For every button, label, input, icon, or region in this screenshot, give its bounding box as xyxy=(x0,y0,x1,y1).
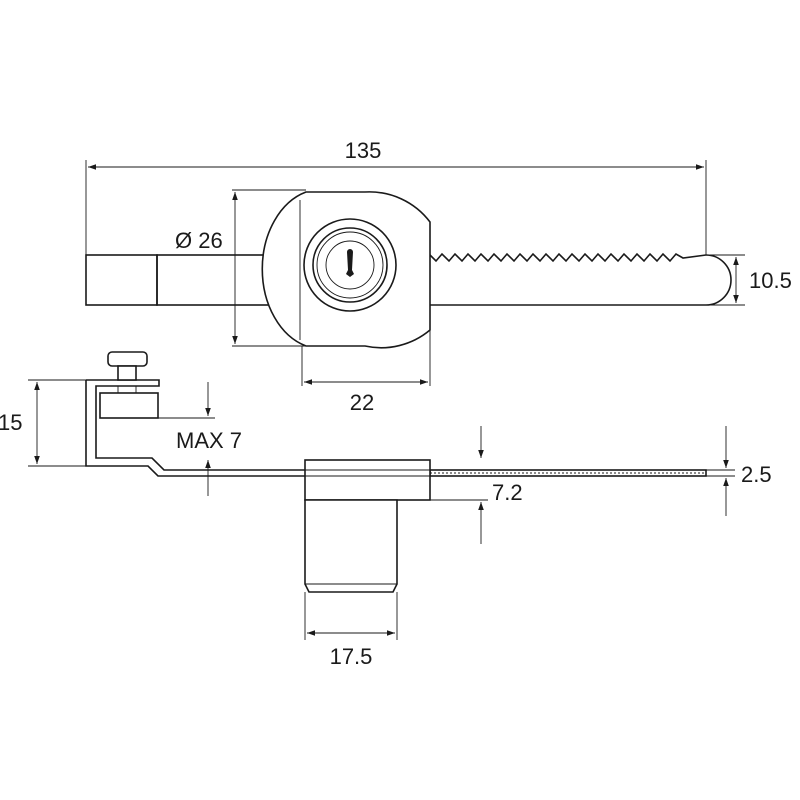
lock-body xyxy=(304,459,431,501)
left-end-block xyxy=(85,254,158,306)
dim-strip-thickness: 2.5 xyxy=(741,462,772,487)
clamp-bracket xyxy=(85,379,305,477)
rack-rounded-end xyxy=(705,254,732,306)
dim-lock-width: 22 xyxy=(350,390,374,415)
side-view: 15 MAX 7 2.5 7.2 17.5 xyxy=(0,351,772,669)
dim-bar-height: 10.5 xyxy=(749,268,792,293)
top-view: 135 Ø 26 22 10.5 xyxy=(85,138,792,415)
dim-cylinder-width: 17.5 xyxy=(330,644,373,669)
clamp-pad xyxy=(99,392,159,419)
cylinder-face xyxy=(325,240,375,290)
cylinder-ring xyxy=(312,227,388,303)
keyhole-icon xyxy=(346,249,354,277)
dim-body-offset: 7.2 xyxy=(492,480,523,505)
cylinder-outer xyxy=(303,218,397,312)
dim-max-thickness: MAX 7 xyxy=(176,428,242,453)
lock-cylinder xyxy=(304,499,398,593)
dim-lock-diameter: Ø 26 xyxy=(175,228,223,253)
lock-housing xyxy=(261,191,431,349)
dim-clamp-height: 15 xyxy=(0,410,22,435)
left-bar-section xyxy=(156,254,276,306)
clamp-screw-shaft xyxy=(117,365,137,381)
dim-overall-length: 135 xyxy=(345,138,382,163)
clamp-screw-head xyxy=(107,351,148,367)
cylinder-ring-inner xyxy=(316,231,384,299)
